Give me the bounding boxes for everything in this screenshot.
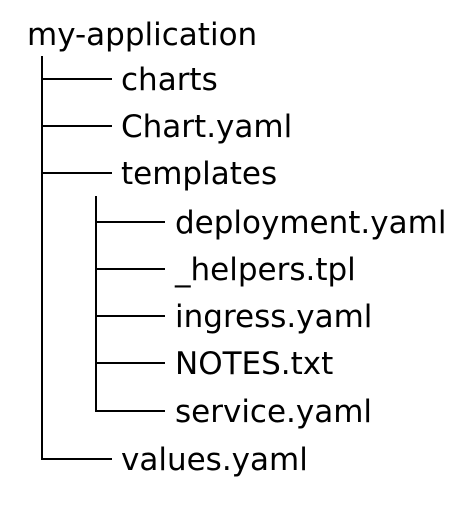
root-vertical-connector: [41, 56, 43, 460]
tree-item-notes-txt: NOTES.txt: [175, 346, 334, 382]
templates-vertical-connector: [95, 196, 97, 412]
branch-line-chart-yaml: [41, 125, 112, 127]
tree-item-deployment-yaml: deployment.yaml: [175, 205, 447, 241]
tree-item-values-yaml: values.yaml: [121, 442, 308, 478]
branch-line-values-yaml: [41, 458, 112, 460]
tree-item-ingress-yaml: ingress.yaml: [175, 299, 373, 335]
branch-line-helpers-tpl: [95, 268, 165, 270]
tree-item-helpers-tpl: _helpers.tpl: [175, 252, 356, 288]
branch-line-ingress-yaml: [95, 315, 165, 317]
branch-line-notes-txt: [95, 362, 165, 364]
tree-item-templates: templates: [121, 156, 278, 192]
branch-line-charts: [41, 78, 112, 80]
tree-item-charts: charts: [121, 62, 218, 98]
branch-line-templates: [41, 172, 112, 174]
branch-line-service-yaml: [95, 410, 165, 412]
tree-item-service-yaml: service.yaml: [175, 394, 373, 430]
tree-root-label: my-application: [27, 17, 258, 53]
tree-item-chart-yaml: Chart.yaml: [121, 109, 293, 145]
branch-line-deployment-yaml: [95, 221, 165, 223]
